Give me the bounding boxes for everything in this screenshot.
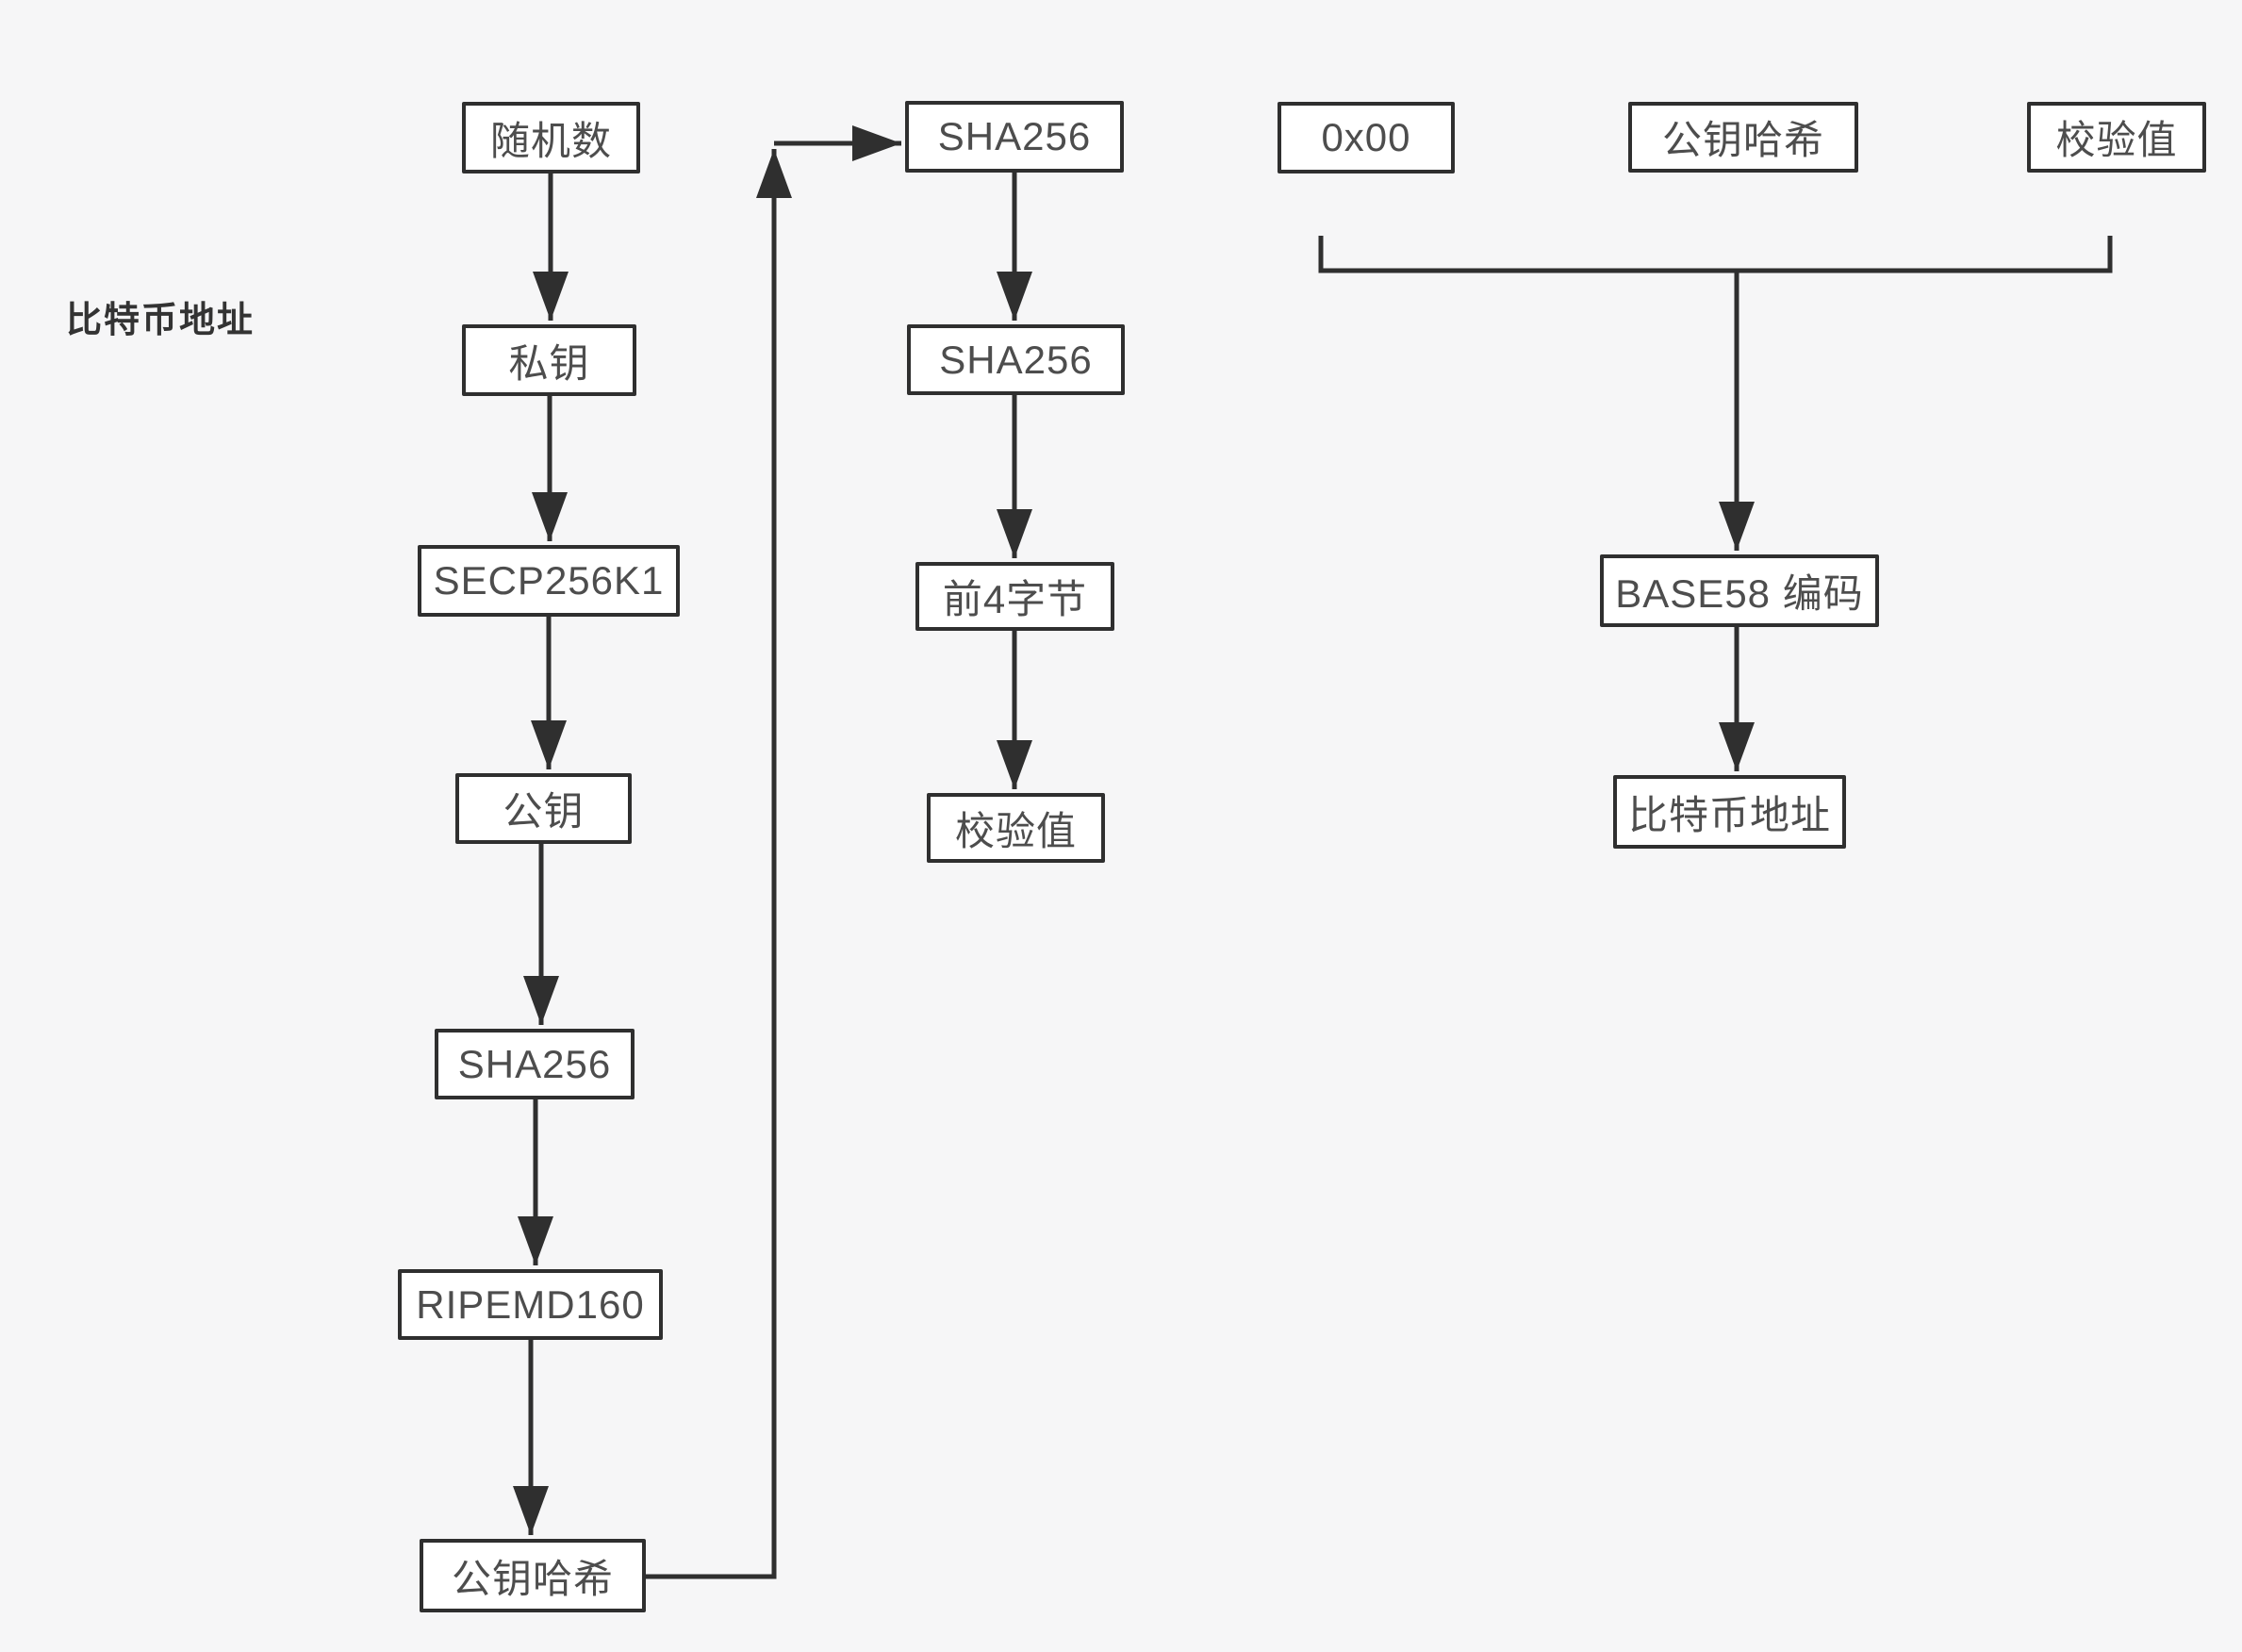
- node-label: 公钥哈希: [1661, 118, 1824, 162]
- node-ripemd160: RIPEMD160: [398, 1269, 663, 1340]
- node-checksum-1: 校验值: [927, 793, 1105, 863]
- node-checksum-2: 校验值: [2027, 102, 2206, 173]
- node-label: 私钥: [508, 340, 590, 386]
- diagram-title: 比特币地址: [66, 301, 256, 340]
- node-label: 0x00: [1321, 115, 1411, 159]
- node-sha256-2: SHA256: [905, 101, 1124, 173]
- edge-merge-bracket: [1318, 236, 2113, 273]
- node-bitcoin-address: 比特币地址: [1613, 775, 1846, 849]
- node-secp256k1: SECP256K1: [418, 545, 680, 617]
- node-label: 校验值: [2055, 118, 2178, 162]
- node-label: SHA256: [939, 337, 1093, 382]
- node-prefix-0x00: 0x00: [1278, 102, 1455, 173]
- node-sha256-3: SHA256: [907, 324, 1125, 395]
- edge-pubhash-feedback-up: [646, 149, 792, 1579]
- node-pubkey-hash-2: 公钥哈希: [1628, 102, 1858, 173]
- node-label: 校验值: [954, 808, 1077, 853]
- node-first-4-bytes: 前4字节: [915, 562, 1114, 631]
- node-public-key: 公钥: [455, 773, 632, 844]
- node-label: 公钥: [503, 789, 585, 834]
- node-label: BASE58 编码: [1615, 571, 1864, 616]
- node-label: 比特币地址: [1627, 792, 1831, 837]
- node-pubkey-hash-1: 公钥哈希: [420, 1539, 646, 1612]
- node-label: 随机数: [489, 118, 612, 163]
- node-label: SHA256: [457, 1041, 612, 1086]
- node-label: SECP256K1: [433, 558, 665, 603]
- node-private-key: 私钥: [462, 324, 636, 396]
- node-label: 前4字节: [942, 577, 1088, 621]
- node-random-number: 随机数: [462, 102, 640, 173]
- node-label: SHA256: [937, 114, 1092, 158]
- node-label: RIPEMD160: [416, 1281, 645, 1327]
- node-label: 公钥哈希: [451, 1556, 614, 1601]
- node-sha256-1: SHA256: [435, 1029, 635, 1099]
- node-base58-encode: BASE58 编码: [1600, 554, 1879, 627]
